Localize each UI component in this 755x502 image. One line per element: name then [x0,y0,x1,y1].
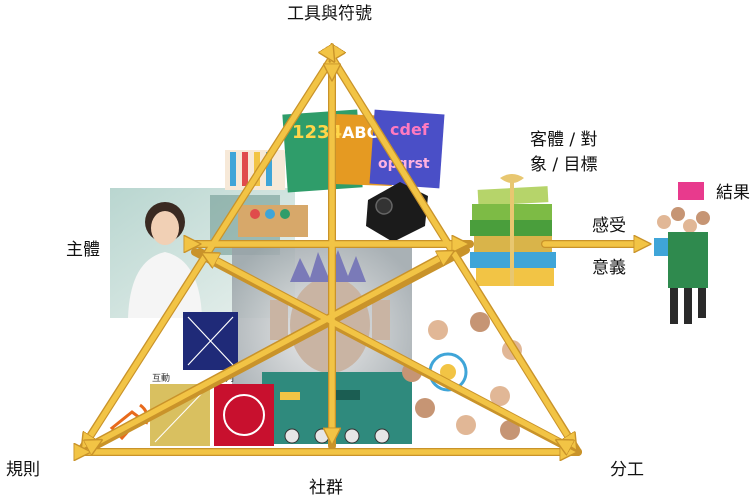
label-subject: 主體 [66,240,100,260]
card-left-label: 互動 [152,373,170,384]
label-division-of-labor: 分工 [610,460,644,480]
triangle-arrows [80,58,646,452]
books-stack [470,174,556,286]
label-sense: 感受 [592,216,626,236]
circuit-board [262,372,412,444]
label-object-line1: 客體 / 對 [530,130,598,150]
navy-card [183,312,238,370]
students-group-photo [654,182,710,324]
label-object-line2: 象 / 目標 [530,155,598,175]
label-community: 社群 [309,478,343,498]
alphabet-board: 1234 ABC cdef opqrst [282,109,445,193]
label-meaning: 意義 [592,258,626,278]
arrow-division-subject [206,255,560,442]
svg-text:cdef: cdef [390,120,430,139]
label-outcome: 結果 [716,183,750,203]
label-rules: 規則 [6,460,40,480]
label-tools-and-symbols: 工具與符號 [287,4,372,24]
